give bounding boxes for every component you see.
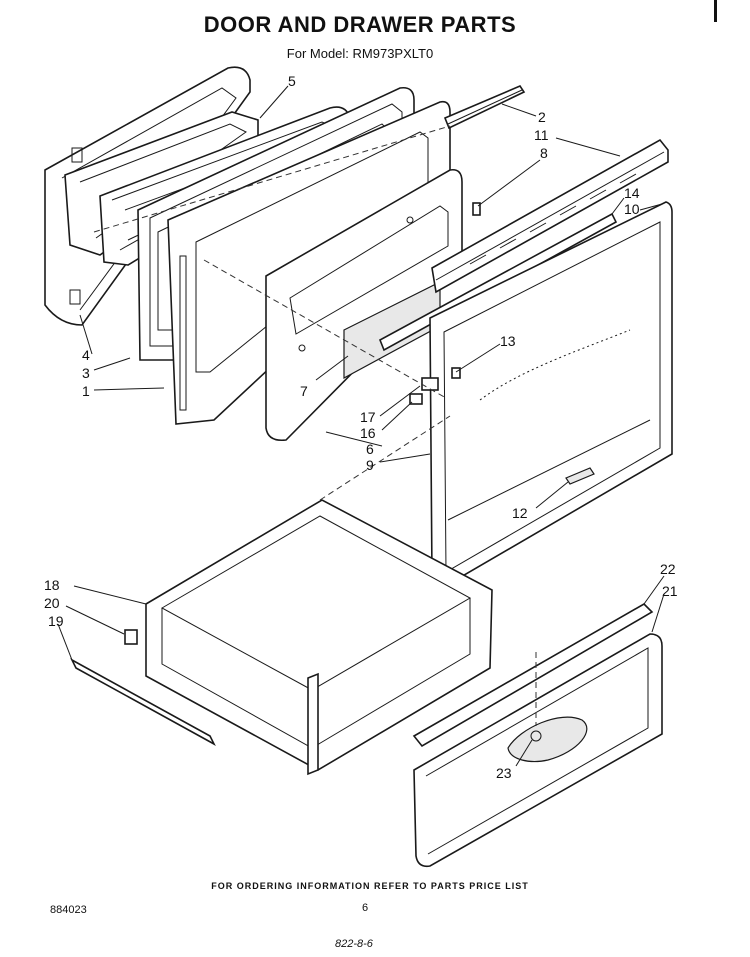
drawer-handle	[507, 716, 588, 763]
callout-18: 18	[44, 577, 60, 593]
edge-mark	[714, 0, 717, 22]
oven-front-frame	[429, 201, 673, 589]
callout-11: 11	[534, 127, 549, 143]
document-number: 884023	[50, 904, 87, 916]
callout-19: 19	[48, 613, 64, 629]
callout-8: 8	[540, 145, 548, 161]
callout-3: 3	[82, 365, 90, 381]
top-trim-channel	[443, 85, 526, 130]
revision-code: 822-8-6	[335, 938, 373, 950]
callout-23: 23	[496, 765, 512, 781]
drawer-side-bracket	[307, 672, 319, 776]
leader-lines	[57, 85, 665, 767]
vent-trim-strip	[431, 138, 669, 294]
drawer-rail	[70, 658, 216, 746]
callout-7: 7	[300, 383, 308, 399]
model-subtitle: For Model: RM973PXLT0	[286, 46, 434, 61]
callout-1: 1	[82, 383, 90, 399]
callout-22: 22	[660, 561, 676, 577]
callout-14: 14	[624, 185, 640, 201]
callout-2: 2	[538, 109, 546, 125]
callout-9: 9	[366, 457, 374, 473]
alignment-lines	[93, 125, 537, 726]
hinge-hardware	[409, 367, 461, 405]
drawer-top-trim	[412, 603, 654, 748]
callout-5: 5	[288, 73, 296, 89]
callout-6: 6	[366, 441, 374, 457]
callout-17: 17	[360, 409, 376, 425]
callout-20: 20	[44, 595, 60, 611]
drawer-body	[145, 499, 493, 771]
drawer-glide-clip	[124, 629, 138, 645]
callout-4: 4	[82, 347, 90, 363]
callout-12: 12	[512, 505, 528, 521]
callout-labels: 5 2 11 8 14 10 4 3 1 7 13 17 16 6 9 12 1…	[44, 73, 678, 781]
door-handle	[565, 467, 595, 485]
callout-10: 10	[624, 201, 640, 217]
page-number: 6	[362, 902, 369, 914]
ordering-note: FOR ORDERING INFORMATION REFER TO PARTS …	[211, 881, 529, 891]
callout-21: 21	[662, 583, 678, 599]
clip	[472, 202, 481, 216]
page-title: DOOR AND DRAWER PARTS	[203, 12, 517, 37]
callout-13: 13	[500, 333, 516, 349]
callout-16: 16	[360, 425, 376, 441]
